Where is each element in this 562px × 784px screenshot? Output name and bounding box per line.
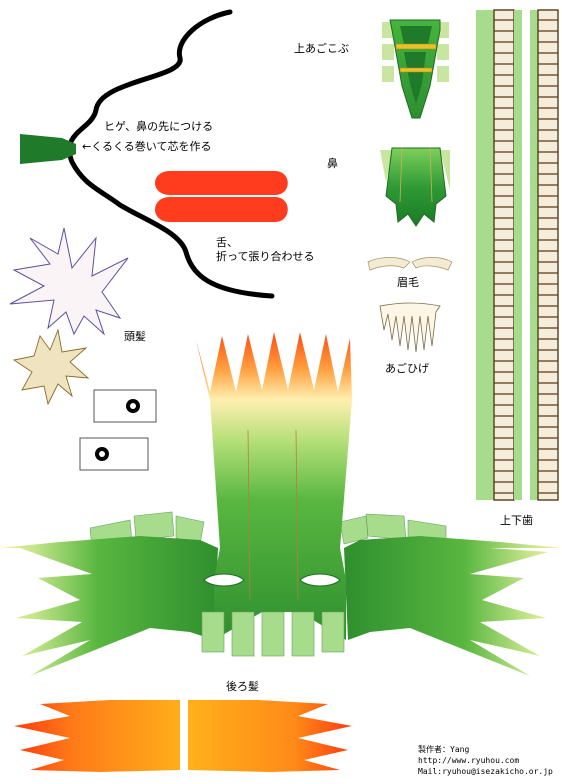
head-hair-label: 頭髪 [124,330,146,343]
credit-mail: Mail:ryuhou@isezakicho.or.jp [418,767,553,776]
back-hair-flame-right [188,700,352,772]
eye-upper [93,389,157,423]
credits-block: 製作者：Yang http://www.ryuhou.com Mail:ryuh… [418,744,553,777]
upper-jaw-knob [382,19,449,119]
nose-part [380,147,450,227]
credit-url: http://www.ryuhou.com [418,756,520,765]
head-hair-beige [12,328,90,406]
nose-label: 鼻 [327,157,338,170]
whisker-label-1: ヒゲ、鼻の先につける [104,120,214,133]
head-hair-purple [9,227,129,336]
eye-lower [79,437,149,471]
teeth-label: 上下歯 [500,514,533,527]
tongue-bottom [155,197,288,222]
whisker-core [20,134,76,164]
whisker-strip [67,9,275,299]
whisker-label-2: ←くるくる巻いて芯を作る [82,140,212,153]
back-hair-main [0,332,562,676]
back-hair-label: 後ろ髪 [226,680,259,693]
tongue-label-2: 折って張り合わせる [216,250,315,263]
back-hair-flame-left [14,700,180,772]
upper-jaw-label: 上あごこぶ [294,42,349,55]
beard-label: あごひげ [385,362,429,375]
tongue-label-1: 舌、 [216,236,238,249]
teeth-strips [476,9,559,501]
tongue-top [155,171,288,195]
eyebrows [367,257,453,271]
credit-author: 製作者：Yang [418,745,470,754]
beard-part [379,302,441,353]
eyebrow-label: 眉毛 [397,276,419,289]
